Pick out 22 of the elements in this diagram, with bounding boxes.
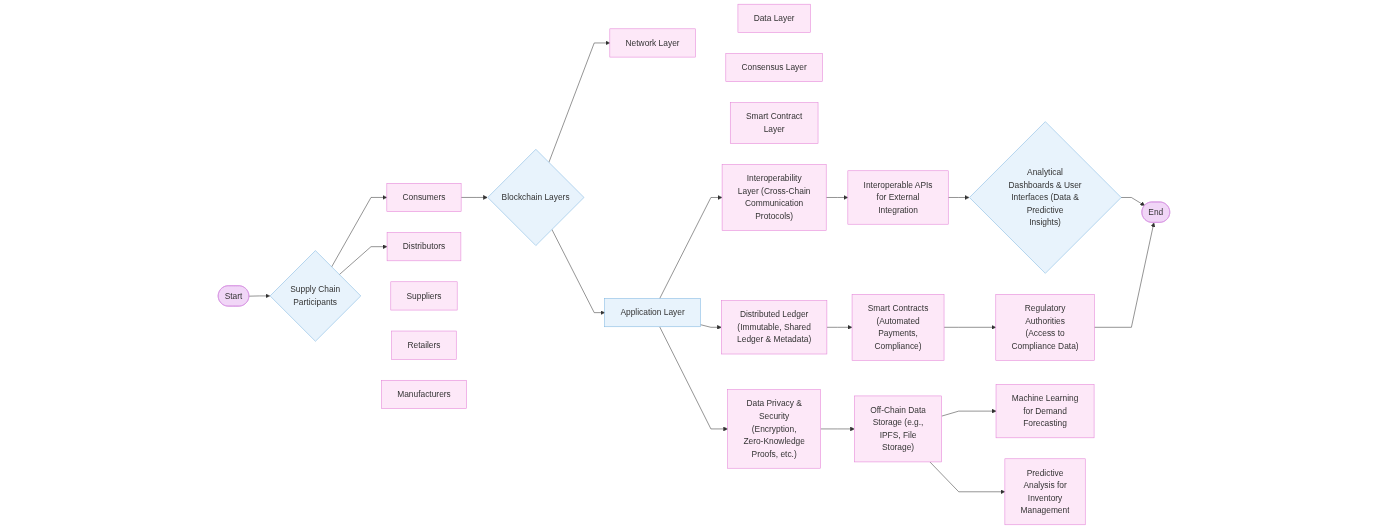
node-box: Retailers xyxy=(391,330,457,360)
node-box: Smart Contract Layer xyxy=(730,102,819,144)
node-box: Network Layer xyxy=(609,28,696,58)
node-box: Manufacturers xyxy=(381,380,467,409)
node-box: Distributors xyxy=(386,232,462,262)
node-box: Consensus Layer xyxy=(725,53,823,82)
node-box: Interoperable APIs for External Integration xyxy=(847,170,949,225)
node-box: Data Privacy & Security (Encryption, Zero-Knowledge Proofs, etc.) xyxy=(727,389,821,469)
node-box: Off-Chain Data Storage (e.g., IPFS, File Storage) xyxy=(854,395,942,463)
node-box: Distributed Ledger (Immutable, Shared Ledger & Metadata) xyxy=(721,300,828,355)
node-box: Machine Learning for Demand Forecasting xyxy=(995,384,1095,439)
node-box: Consumers xyxy=(386,183,462,212)
node-diamond: Supply Chain Participants xyxy=(269,250,362,342)
node-diamond: Blockchain Layers xyxy=(487,149,585,246)
node-box: Data Layer xyxy=(737,3,811,33)
node-box: Smart Contracts (Automated Payments, Compliance) xyxy=(851,294,945,361)
node-diamond: Analytical Dashboards & User Interfaces (Data & Predictive Insights) xyxy=(969,121,1122,274)
node-box: Regulatory Authorities (Access to Compliance Data) xyxy=(995,294,1095,361)
node-box: Interoperability Layer (Cross-Chain Communication Protocols) xyxy=(721,164,827,231)
node-box: Predictive Analysis for Inventory Management xyxy=(1004,458,1086,526)
node-box: Application Layer xyxy=(604,298,701,328)
node-box: Suppliers xyxy=(390,281,458,311)
